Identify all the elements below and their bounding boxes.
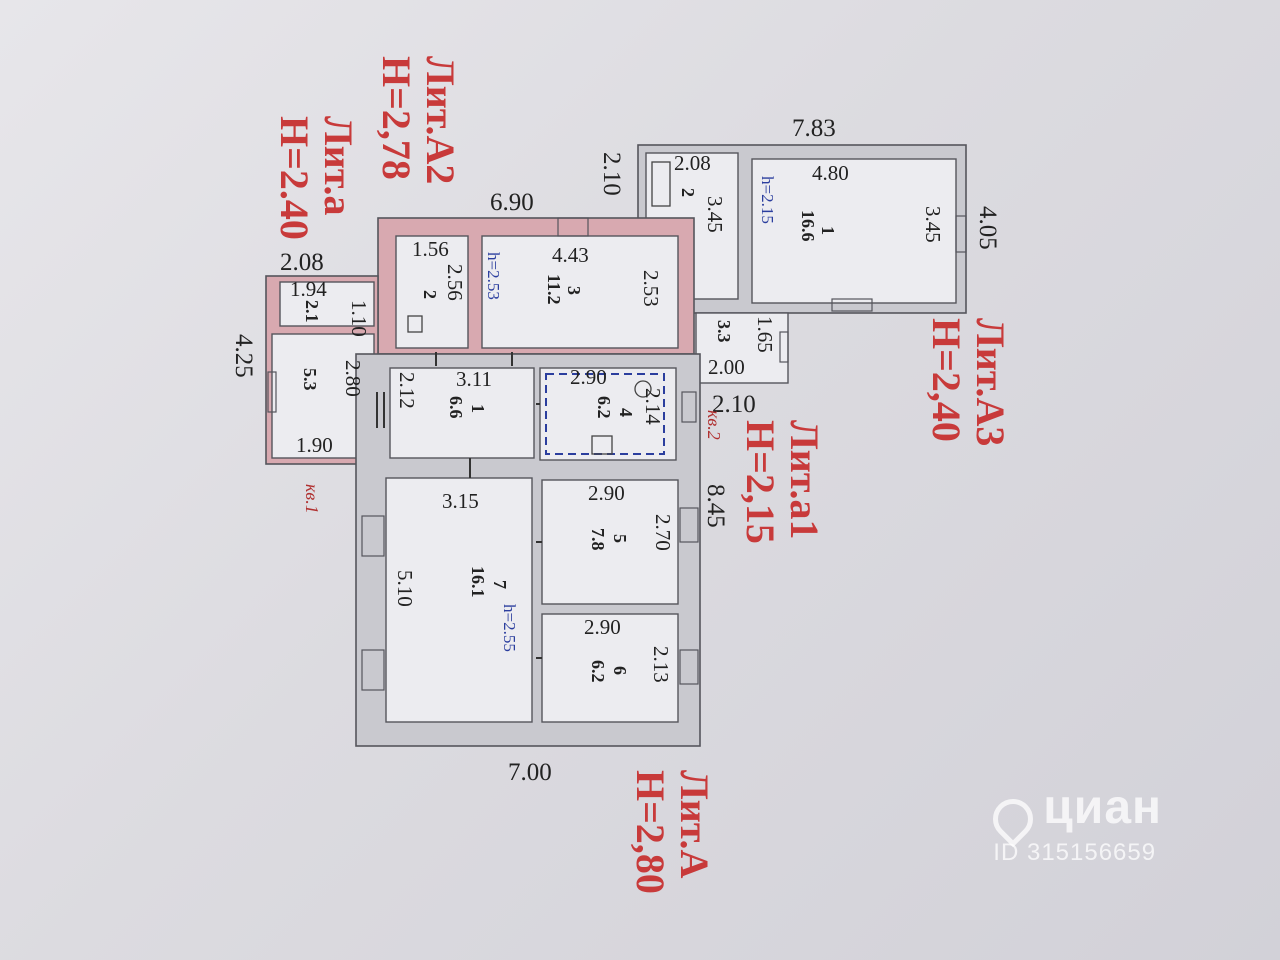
- room-a-7-height: h=2.55: [500, 604, 519, 652]
- dim-left-a-small: 4.25: [230, 334, 257, 378]
- room-a-6-area: 6.2: [588, 660, 608, 683]
- room-a-small-5-width: 1.90: [296, 433, 333, 457]
- room-a2-2-width: 1.56: [412, 237, 449, 261]
- apartment-label-kv1: кв.1: [302, 484, 322, 514]
- room-a-7-depth: 5.10: [393, 570, 417, 607]
- dim-bottom-main: 7.00: [508, 759, 552, 786]
- room-a2-3-height: h=2.53: [484, 252, 503, 300]
- room-a1-33-area: 3.3: [714, 320, 734, 343]
- room-a-small-5-area: 5.3: [300, 368, 320, 391]
- room-a-5-number: 5: [610, 534, 630, 543]
- label-lit-a-main: Лит.А Н=2,80: [628, 770, 717, 894]
- room-a2-3-area: 11.2: [544, 274, 564, 305]
- room-a3-1-height: h=2.15: [758, 176, 777, 224]
- room-a-5-width: 2.90: [588, 481, 625, 505]
- apartment-label-kv2: кв.2: [704, 410, 724, 440]
- watermark-brand: циан: [1043, 781, 1162, 834]
- room-a-1-area: 6.6: [446, 396, 466, 419]
- room-a-7-number: 7: [490, 580, 510, 589]
- room-a-7: [385, 477, 533, 723]
- room-a2-2-number: 2: [420, 290, 440, 299]
- room-a2-2-depth: 2.56: [443, 264, 467, 301]
- room-a2-3-number: 3: [564, 286, 584, 295]
- room-a-1: [389, 367, 535, 459]
- label-lit-a3-height: Н=2,40: [924, 318, 969, 442]
- room-a1-33-depth: 1.65: [753, 316, 777, 353]
- room-a-6: [541, 613, 679, 723]
- watermark: циан ID 315156659: [985, 780, 1162, 867]
- label-lit-a2-title: Лит.А2: [418, 56, 463, 185]
- room-a-4-depth: 2.14: [641, 388, 665, 425]
- room-a3-1: [751, 158, 957, 304]
- room-a-7-width: 3.15: [442, 489, 479, 513]
- dim-left-a3: 2.10: [598, 152, 625, 196]
- room-a-5: [541, 479, 679, 605]
- room-a-1-number: 1: [468, 404, 488, 413]
- room-a-1-width: 3.11: [456, 367, 492, 391]
- label-lit-a1: Лит.а1 Н=2,15: [738, 420, 827, 544]
- room-a3-1-depth: 3.45: [921, 206, 945, 243]
- dim-right-main: 8.45: [702, 484, 729, 528]
- label-lit-a3-title: Лит.А3: [968, 318, 1013, 447]
- label-lit-a-main-title: Лит.А: [672, 770, 717, 879]
- room-a-small-top: [279, 281, 375, 327]
- room-a-small-top-area: 2.1: [302, 300, 322, 323]
- label-lit-a2-height: Н=2,78: [374, 56, 419, 180]
- room-a-6-depth: 2.13: [649, 646, 673, 683]
- room-a-small-top-width: 1.94: [290, 277, 327, 301]
- room-a3-1-area: 16.6: [798, 210, 818, 242]
- room-a2-3: [481, 235, 679, 349]
- label-lit-a1-height: Н=2,15: [738, 420, 783, 544]
- room-a-small-5-depth: 2.80: [341, 360, 365, 397]
- label-lit-a-small-height: Н=2.40: [272, 116, 317, 240]
- label-lit-a2: Лит.А2 Н=2,78: [374, 56, 463, 185]
- label-lit-a-small: Лит.а Н=2.40: [272, 116, 361, 240]
- dim-a1-side: 2.10: [712, 391, 756, 418]
- fixtures: [407, 161, 671, 455]
- dim-top-a3: 7.83: [792, 115, 836, 142]
- label-lit-a1-title: Лит.а1: [782, 420, 827, 540]
- room-a-4-number: 4: [616, 408, 636, 417]
- room-a3-2-number: 2: [678, 188, 698, 197]
- block-lit-a2: [377, 217, 695, 355]
- room-a-4-area: 6.2: [594, 396, 614, 419]
- dim-top-a2: 6.90: [490, 189, 534, 216]
- label-lit-a-main-height: Н=2,80: [628, 770, 673, 894]
- room-a2-3-depth: 2.53: [639, 270, 663, 307]
- room-a-small-top-depth: 1.10: [347, 300, 371, 337]
- room-a-4-width: 2.90: [570, 365, 607, 389]
- room-a2-3-width: 4.43: [552, 243, 589, 267]
- room-a-5-depth: 2.70: [651, 514, 675, 551]
- dim-top-a-small: 2.08: [280, 249, 324, 276]
- window-marks: [267, 215, 967, 691]
- block-lit-a-main: [355, 353, 701, 747]
- watermark-id: ID 315156659: [993, 838, 1157, 866]
- room-a-6-number: 6: [610, 666, 630, 675]
- room-a-7-area: 16.1: [468, 566, 488, 598]
- room-a3-1-width: 4.80: [812, 161, 849, 185]
- dim-right-a3: 4.05: [974, 206, 1001, 250]
- room-a3-2-width: 2.08: [674, 151, 711, 175]
- room-a-5-area: 7.8: [588, 528, 608, 551]
- room-a-1-depth: 2.12: [395, 372, 419, 409]
- label-lit-a3: Лит.А3 Н=2,40: [924, 318, 1013, 447]
- room-a3-2-depth: 3.45: [703, 196, 727, 233]
- room-a3-1-number: 1: [818, 226, 838, 235]
- room-a-4: [539, 367, 677, 461]
- door-ticks: [376, 352, 542, 659]
- room-a1-33-width: 2.00: [708, 355, 745, 379]
- label-lit-a-small-title: Лит.а: [316, 116, 361, 216]
- room-a-6-width: 2.90: [584, 615, 621, 639]
